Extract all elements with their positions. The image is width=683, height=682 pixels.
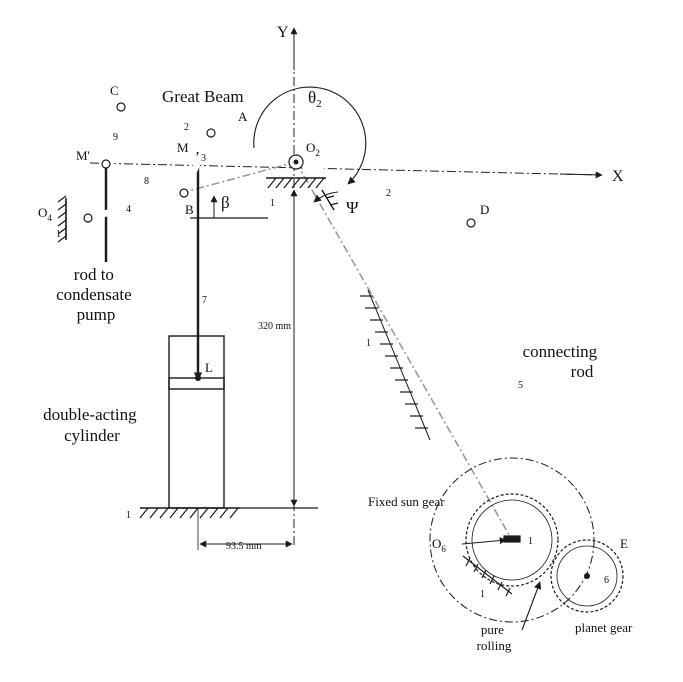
point-m-prime-label: M' [76, 148, 90, 163]
planet-orbit-circle [429, 457, 595, 623]
link-num-6: 6 [604, 575, 609, 586]
pin-m-prime [101, 159, 111, 169]
link-num-4: 4 [126, 204, 131, 215]
rod-to-condensate-pump-label: rod to condensate pump [56, 265, 136, 324]
pin-o4 [83, 213, 93, 223]
point-a-label: A [238, 109, 248, 124]
link-num-beam-left: 2 [184, 122, 189, 133]
ground-link-o2-o6 [295, 161, 513, 541]
ground-supports [57, 177, 521, 597]
o6-pointer [461, 537, 507, 545]
great-beam-label: Great Beam [162, 87, 244, 106]
x-axis-line [89, 162, 601, 176]
link-num-ground-sun-hatch: 1 [480, 589, 485, 600]
coordinate-axes [89, 27, 603, 545]
planet-gear-inner [556, 545, 618, 607]
point-c-label: C [110, 83, 119, 98]
gear-train [429, 457, 624, 623]
mechanism-links [84, 103, 591, 580]
point-m-label: M [177, 140, 189, 155]
link-num-beam-right: 2 [386, 188, 391, 199]
sun-gear [465, 493, 559, 587]
dim-320-label: 320 mm [258, 321, 291, 332]
link-num-8: 8 [144, 176, 149, 187]
connecting-rod-label: connecting rod [523, 342, 602, 381]
pin-l [195, 375, 201, 381]
psi-arc [313, 191, 339, 203]
link-num-7: 7 [202, 295, 207, 306]
link-num-ground-cyl: 1 [126, 510, 131, 521]
point-l-label: L [205, 360, 213, 375]
text-labels: Y X Great Beam C A M' M B O4 O2 D E L O6… [38, 24, 633, 653]
angle-markers [210, 86, 367, 218]
pin-e [584, 573, 590, 579]
link-num-ground-o2: 1 [270, 198, 275, 209]
link-num-ground-o4: 1 [56, 229, 61, 240]
double-acting-cylinder [168, 335, 225, 509]
sun-gear-inner [471, 499, 553, 581]
link-num-ground-mid: 1 [366, 338, 371, 349]
cylinder-body [168, 335, 225, 509]
link-num-ground-sun: 1 [528, 536, 533, 547]
point-o6-label: O6 [432, 536, 446, 554]
pure-rolling-pointer [521, 581, 542, 631]
link-num-3: 3 [201, 153, 206, 164]
y-axis-label: Y [277, 24, 289, 41]
x-axis-label: X [612, 168, 624, 185]
dimensions [197, 189, 298, 550]
beta-label: β [221, 193, 230, 212]
point-o4-label: O4 [38, 205, 52, 223]
point-d-label: D [480, 202, 489, 217]
theta-label: θ2 [308, 88, 322, 110]
planet-gear [550, 539, 624, 613]
pin-b [179, 188, 189, 198]
psi-label: Ψ [346, 198, 359, 217]
point-b-label: B [185, 202, 194, 217]
link-numbers: 1 1 1 1 1 1 2 2 3 4 5 6 7 8 9 [56, 122, 609, 600]
joint-pins [83, 102, 590, 579]
dim-93-5-label: 93.5 mm [226, 541, 262, 552]
link-num-9: 9 [113, 132, 118, 143]
planet-gear-label: planet gear [575, 620, 633, 635]
x-axis-arrow [559, 171, 603, 179]
point-o2-label: O2 [306, 140, 320, 158]
pin-c [116, 102, 126, 112]
fixed-sun-gear-label: Fixed sun gear [368, 494, 445, 509]
pure-rolling-label: pure rolling [477, 622, 512, 653]
link-num-5: 5 [518, 380, 523, 391]
pin-a [206, 128, 216, 138]
point-e-label: E [620, 536, 628, 551]
pin-d [466, 218, 476, 228]
theta-arc [253, 86, 367, 185]
double-acting-cylinder-label: double-acting cylinder [43, 405, 141, 445]
